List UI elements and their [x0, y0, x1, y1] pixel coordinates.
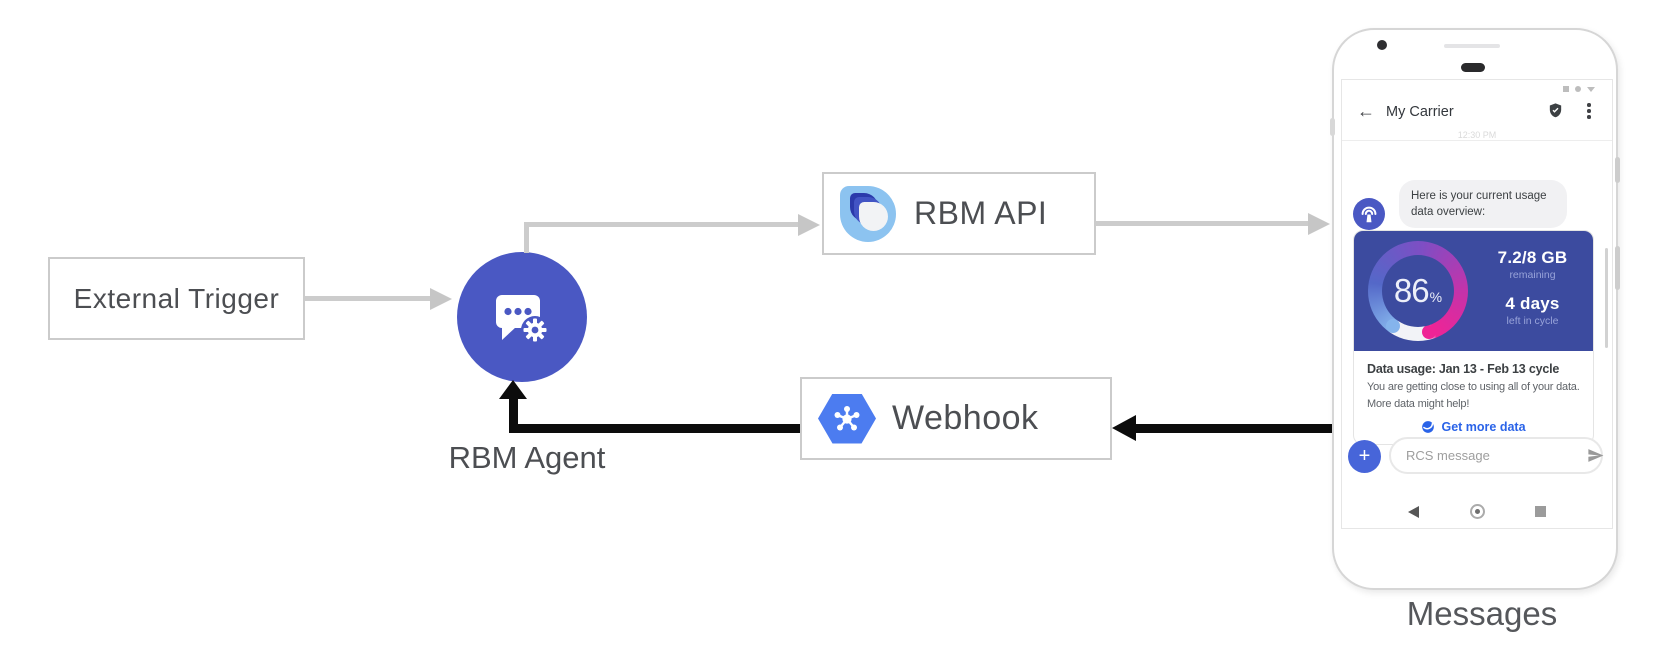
android-navbar: [1342, 502, 1612, 528]
external-trigger-label: External Trigger: [73, 282, 280, 314]
logo-drop-white: [859, 201, 888, 231]
arrowhead-trigger-to-agent: [430, 287, 452, 310]
plus-icon: +: [1358, 445, 1371, 467]
gauge-center: 86 %: [1382, 255, 1454, 327]
globe-icon: [1422, 421, 1435, 433]
usage-card-title: Data usage: Jan 13 - Feb 13 cycle: [1367, 362, 1560, 376]
phone-sim-tray: [1330, 118, 1335, 136]
status-triangle-icon: [1587, 86, 1595, 92]
arrowhead-webhook-to-agent: [499, 380, 527, 399]
usage-stats: 7.2/8 GB remaining 4 days left in cycle: [1480, 248, 1585, 327]
connector-agent-to-api-vertical: [524, 224, 529, 253]
remaining-label: remaining: [1509, 269, 1556, 281]
remaining-value: 7.2/8 GB: [1497, 248, 1568, 267]
usage-gauge: 86 %: [1368, 241, 1468, 341]
usage-card-header: 86 % 7.2/8 GB remaining 4 days left in c…: [1354, 231, 1593, 351]
rbm-agent-label: RBM Agent: [448, 440, 606, 475]
conversation-title: My Carrier: [1386, 104, 1454, 120]
status-square-icon: [1563, 86, 1569, 92]
message-timestamp: 12:30 PM: [1457, 130, 1497, 140]
phone-mockup: ← My Carrier 12:30 PM Here is your curre…: [1330, 28, 1620, 590]
data-usage-card: 86 % 7.2/8 GB remaining 4 days left in c…: [1353, 230, 1594, 445]
get-more-data-label: Get more data: [1441, 420, 1526, 434]
rcs-message-input[interactable]: [1391, 448, 1586, 463]
send-button[interactable]: [1586, 446, 1605, 465]
arrowhead-agent-to-api: [798, 213, 820, 236]
front-camera: [1377, 40, 1387, 50]
speaker-slot: [1444, 44, 1500, 48]
hub-spokes-icon: [834, 405, 860, 430]
verified-shield-icon: [1549, 103, 1562, 118]
gauge-percent-value: 86: [1393, 272, 1430, 309]
chat-gear-icon: [496, 295, 549, 344]
phone-volume-button: [1615, 246, 1620, 290]
messages-caption: Messages: [1406, 595, 1558, 632]
usage-card-body: Data usage: Jan 13 - Feb 13 cycle You ar…: [1354, 351, 1593, 444]
webhook-label: Webhook: [892, 399, 1039, 437]
message-input-pill: [1389, 437, 1605, 474]
gauge-end-cap: [1422, 325, 1436, 339]
status-dot-icon: [1575, 86, 1581, 92]
days-value: 4 days: [1505, 294, 1560, 313]
rbm-api-node: RBM API: [822, 172, 1096, 255]
send-icon: [1588, 449, 1604, 462]
rbm-api-label: RBM API: [914, 195, 1048, 231]
nav-home-button[interactable]: [1470, 504, 1485, 519]
connector-phone-to-webhook: [1130, 424, 1332, 433]
gauge-percent-sign: %: [1429, 289, 1443, 305]
days-label: left in cycle: [1506, 315, 1559, 327]
connector-webhook-to-agent-vertical: [509, 398, 518, 433]
phone-power-button: [1615, 157, 1620, 183]
gauge-start-cap: [1386, 319, 1400, 333]
earpiece: [1461, 63, 1485, 72]
overflow-menu-icon[interactable]: [1587, 103, 1591, 121]
usage-card-text: You are getting close to using all of yo…: [1367, 381, 1580, 410]
arrowhead-api-to-phone: [1308, 212, 1330, 235]
connector-trigger-to-agent: [305, 295, 432, 301]
status-bar-icons: [1563, 86, 1595, 92]
nav-back-button[interactable]: [1408, 506, 1419, 518]
webhook-node: Webhook: [800, 377, 1112, 460]
external-trigger-node: External Trigger: [48, 257, 305, 340]
connector-agent-to-api-horizontal: [524, 222, 798, 227]
get-more-data-button[interactable]: Get more data: [1367, 420, 1580, 434]
rbm-api-logo-icon: [840, 185, 896, 242]
agent-message-bubble: Here is your current usage data overview…: [1399, 180, 1567, 229]
scrollbar-thumb[interactable]: [1605, 248, 1608, 348]
arrowhead-phone-to-webhook: [1112, 415, 1136, 441]
nav-recents-button[interactable]: [1535, 506, 1546, 517]
back-icon[interactable]: ←: [1357, 101, 1375, 121]
rbm-agent-node: [457, 252, 587, 382]
phone-screen: ← My Carrier 12:30 PM Here is your curre…: [1341, 79, 1613, 529]
attach-plus-button[interactable]: +: [1348, 440, 1381, 473]
connector-api-to-phone: [1096, 221, 1308, 226]
conversation-header: ← My Carrier: [1342, 98, 1612, 140]
agent-avatar: [1353, 198, 1385, 230]
webhook-hexagon-icon: [818, 393, 876, 444]
broadcast-tower-icon: [1361, 206, 1377, 223]
header-divider: [1342, 140, 1612, 141]
connector-webhook-to-agent-horizontal: [509, 424, 800, 433]
